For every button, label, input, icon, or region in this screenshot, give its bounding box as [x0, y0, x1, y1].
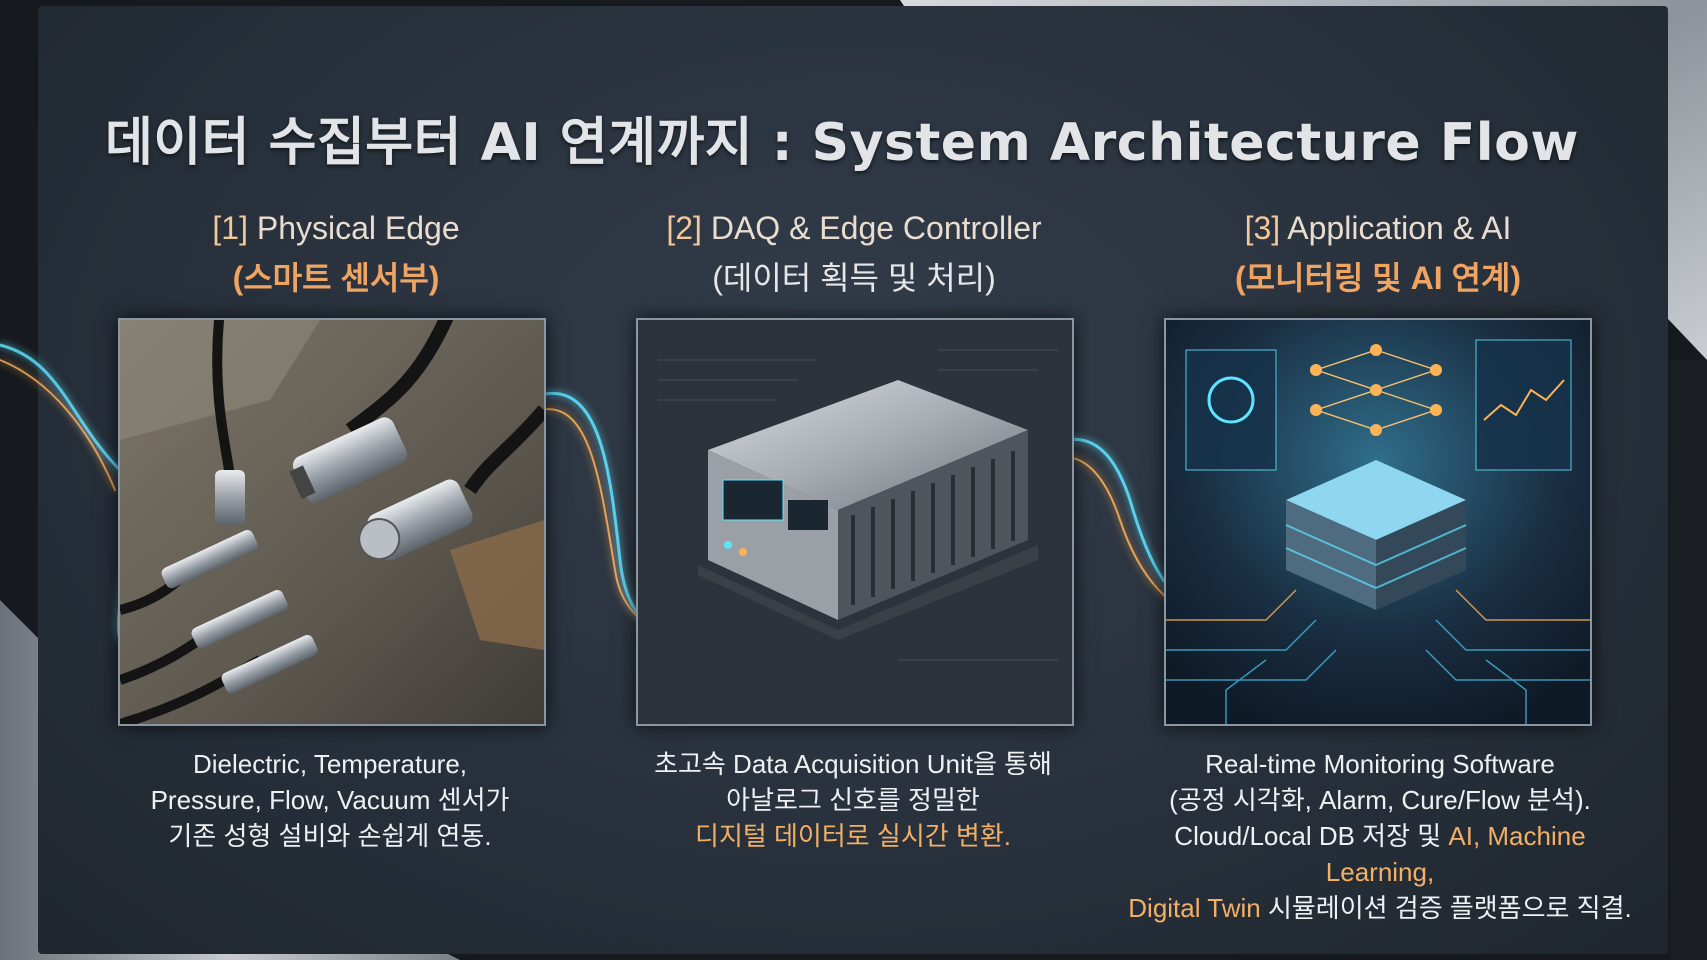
column-2-header: [2] DAQ & Edge Controller (데이터 획득 및 처리)	[624, 210, 1084, 299]
column-2-number: [2]	[666, 210, 702, 246]
column-2-subtitle: (데이터 획득 및 처리)	[712, 260, 996, 296]
daq-image	[636, 318, 1074, 726]
column-1-description: Dielectric, Temperature, Pressure, Flow,…	[120, 746, 540, 854]
page-title: 데이터 수집부터 AI 연계까지 : System Architecture F…	[105, 113, 1579, 173]
column-3-desc-line: (공정 시각화, Alarm, Cure/Flow 분석).	[1169, 785, 1591, 815]
column-3-subtitle: (모니터링 및 AI 연계)	[1234, 260, 1522, 296]
column-3-desc-line: Real-time Monitoring Software	[1205, 749, 1555, 779]
column-3-desc-line-tail: Digital Twin 시뮬레이션 검증 플랫폼으로 직결.	[1120, 890, 1640, 926]
column-1-name: Physical Edge	[256, 210, 460, 246]
column-2-description: 초고속 Data Acquisition Unit을 통해 아날로그 신호를 정…	[630, 746, 1076, 854]
column-3-header: [3] Application & AI (모니터링 및 AI 연계)	[1148, 210, 1608, 299]
column-3-name: Application & AI	[1287, 210, 1512, 246]
column-1-desc-line: Pressure, Flow, Vacuum 센서가	[150, 785, 510, 815]
ai-image	[1164, 318, 1592, 726]
daq-controller-illustration	[638, 320, 1072, 724]
sensor-image	[118, 318, 546, 726]
column-3-desc-plain: Cloud/Local DB 저장 및	[1174, 821, 1449, 851]
column-3-desc-tail: 시뮬레이션 검증 플랫폼으로 직결.	[1260, 893, 1632, 923]
column-3-desc-line-mixed: Cloud/Local DB 저장 및 AI, Machine Learning…	[1120, 818, 1640, 890]
column-1-desc-line: Dielectric, Temperature,	[192, 749, 468, 779]
column-1-desc-line: 기존 성형 설비와 손쉽게 연동.	[168, 821, 492, 851]
column-2-desc-highlight: 디지털 데이터로 실시간 변환.	[695, 821, 1011, 851]
column-1-subtitle: (스마트 센서부)	[232, 260, 440, 296]
column-1-number: [1]	[212, 210, 248, 246]
column-1-header: [1] Physical Edge (스마트 센서부)	[106, 210, 566, 299]
sensor-illustration	[120, 320, 544, 724]
column-2-desc-line: 초고속 Data Acquisition Unit을 통해	[654, 749, 1052, 779]
column-3-desc-highlight-2: Digital Twin	[1128, 893, 1261, 923]
column-3-description: Real-time Monitoring Software (공정 시각화, A…	[1120, 746, 1640, 926]
column-2-name: DAQ & Edge Controller	[710, 210, 1042, 246]
column-3-number: [3]	[1244, 210, 1281, 246]
column-2-desc-line: 아날로그 신호를 정밀한	[726, 785, 980, 815]
ai-platform-illustration	[1166, 320, 1590, 724]
column-3-desc-highlight: AI, Machine Learning,	[1325, 821, 1586, 887]
